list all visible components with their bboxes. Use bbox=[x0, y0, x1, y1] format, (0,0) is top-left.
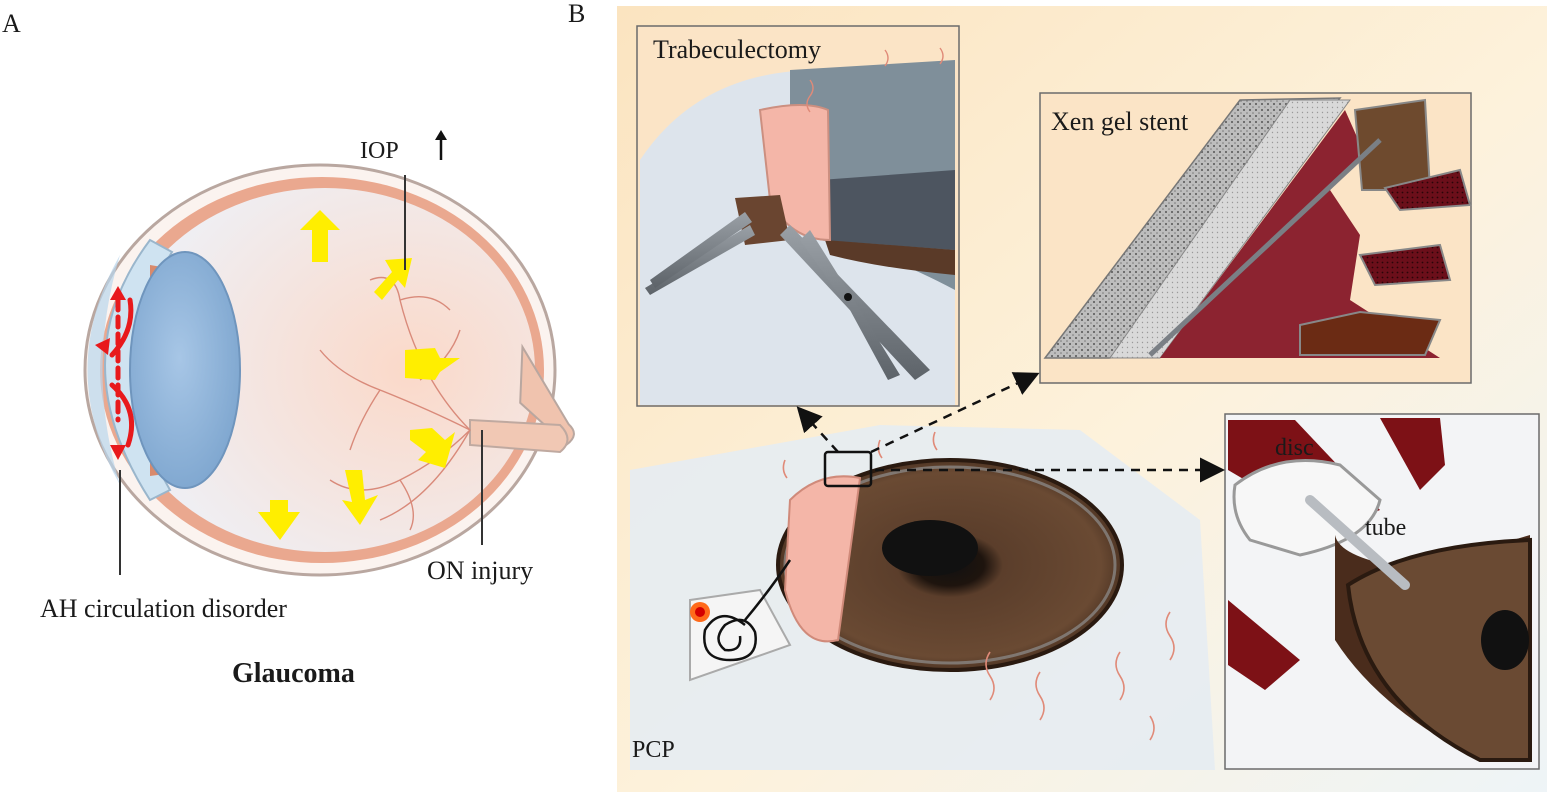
iop-label: IOP bbox=[360, 138, 399, 164]
lens bbox=[129, 251, 241, 489]
iop-arrow-4 bbox=[410, 428, 455, 468]
trab-vessels bbox=[806, 47, 944, 113]
xen-sclera bbox=[1160, 110, 1440, 358]
panel-a-letter: A bbox=[2, 9, 21, 38]
tube-shaft bbox=[1305, 495, 1410, 590]
limbus-ring bbox=[783, 465, 1117, 665]
pressure-arrows bbox=[258, 210, 460, 540]
xen-tissue-3 bbox=[1299, 310, 1442, 356]
scleral-flap-main bbox=[783, 475, 862, 643]
xen-stent-tube bbox=[1148, 138, 1382, 357]
panel-b-letter: B bbox=[568, 0, 585, 28]
xen-stent-inset: Xen gel stent bbox=[1039, 92, 1472, 384]
xen-tissue-1 bbox=[1383, 168, 1472, 212]
trab-chamber bbox=[820, 170, 955, 250]
pupil-main bbox=[882, 520, 978, 576]
trab-forceps bbox=[645, 225, 755, 295]
iop-arrow-3 bbox=[405, 348, 460, 380]
pcp-lead bbox=[744, 559, 792, 621]
panel-b: B bbox=[568, 0, 1547, 792]
trabeculectomy-inset: Trabeculectomy bbox=[636, 25, 960, 407]
on-injury-label: ON injury bbox=[427, 556, 533, 585]
xen-tenon bbox=[1109, 99, 1351, 359]
xen-title: Xen gel stent bbox=[1051, 107, 1189, 136]
iop-arrow-5 bbox=[342, 470, 378, 525]
iop-arrow-2 bbox=[374, 258, 412, 300]
tube-shunt-inset: disc tube bbox=[1224, 413, 1540, 770]
main-surgical-view: PCP bbox=[630, 425, 1215, 770]
optic-nerve-sheath bbox=[469, 418, 569, 454]
eyeball-diagram bbox=[83, 163, 575, 577]
xen-tissue-2 bbox=[1358, 243, 1452, 287]
pcp-coil bbox=[703, 615, 757, 662]
tube-iris bbox=[1345, 537, 1532, 762]
incision-box bbox=[823, 450, 873, 488]
pcp-core bbox=[695, 607, 705, 617]
iop-arrow-6 bbox=[258, 500, 300, 540]
iop-arrow-1 bbox=[300, 210, 340, 262]
ah-flow-arrowheads bbox=[95, 286, 126, 460]
iop-up-arrow-icon bbox=[435, 130, 447, 160]
ah-flow-arrows bbox=[109, 297, 135, 448]
tube-pupil bbox=[1481, 610, 1529, 670]
disc-label: disc bbox=[1275, 435, 1314, 461]
trab-forceps-2 bbox=[650, 212, 752, 288]
tube-muscle-2 bbox=[1380, 418, 1445, 490]
tube-label: tube bbox=[1365, 515, 1406, 541]
trab-scissors-blade-2 bbox=[800, 230, 900, 380]
arrow-to-xen bbox=[870, 372, 1040, 454]
trab-scissors-pivot bbox=[844, 293, 852, 301]
xen-iris-block bbox=[1353, 98, 1432, 191]
trab-title: Trabeculectomy bbox=[653, 35, 821, 64]
pcp-label: PCP bbox=[632, 737, 675, 763]
tube-muscle-3 bbox=[1228, 600, 1300, 690]
connector-arrows bbox=[796, 372, 1225, 483]
glaucoma-title: Glaucoma bbox=[232, 658, 355, 689]
trab-iris-edge bbox=[825, 240, 955, 275]
ah-disorder-label: AH circulation disorder bbox=[40, 594, 287, 623]
anterior-chamber bbox=[87, 255, 120, 485]
panel-a: A bbox=[2, 9, 575, 689]
